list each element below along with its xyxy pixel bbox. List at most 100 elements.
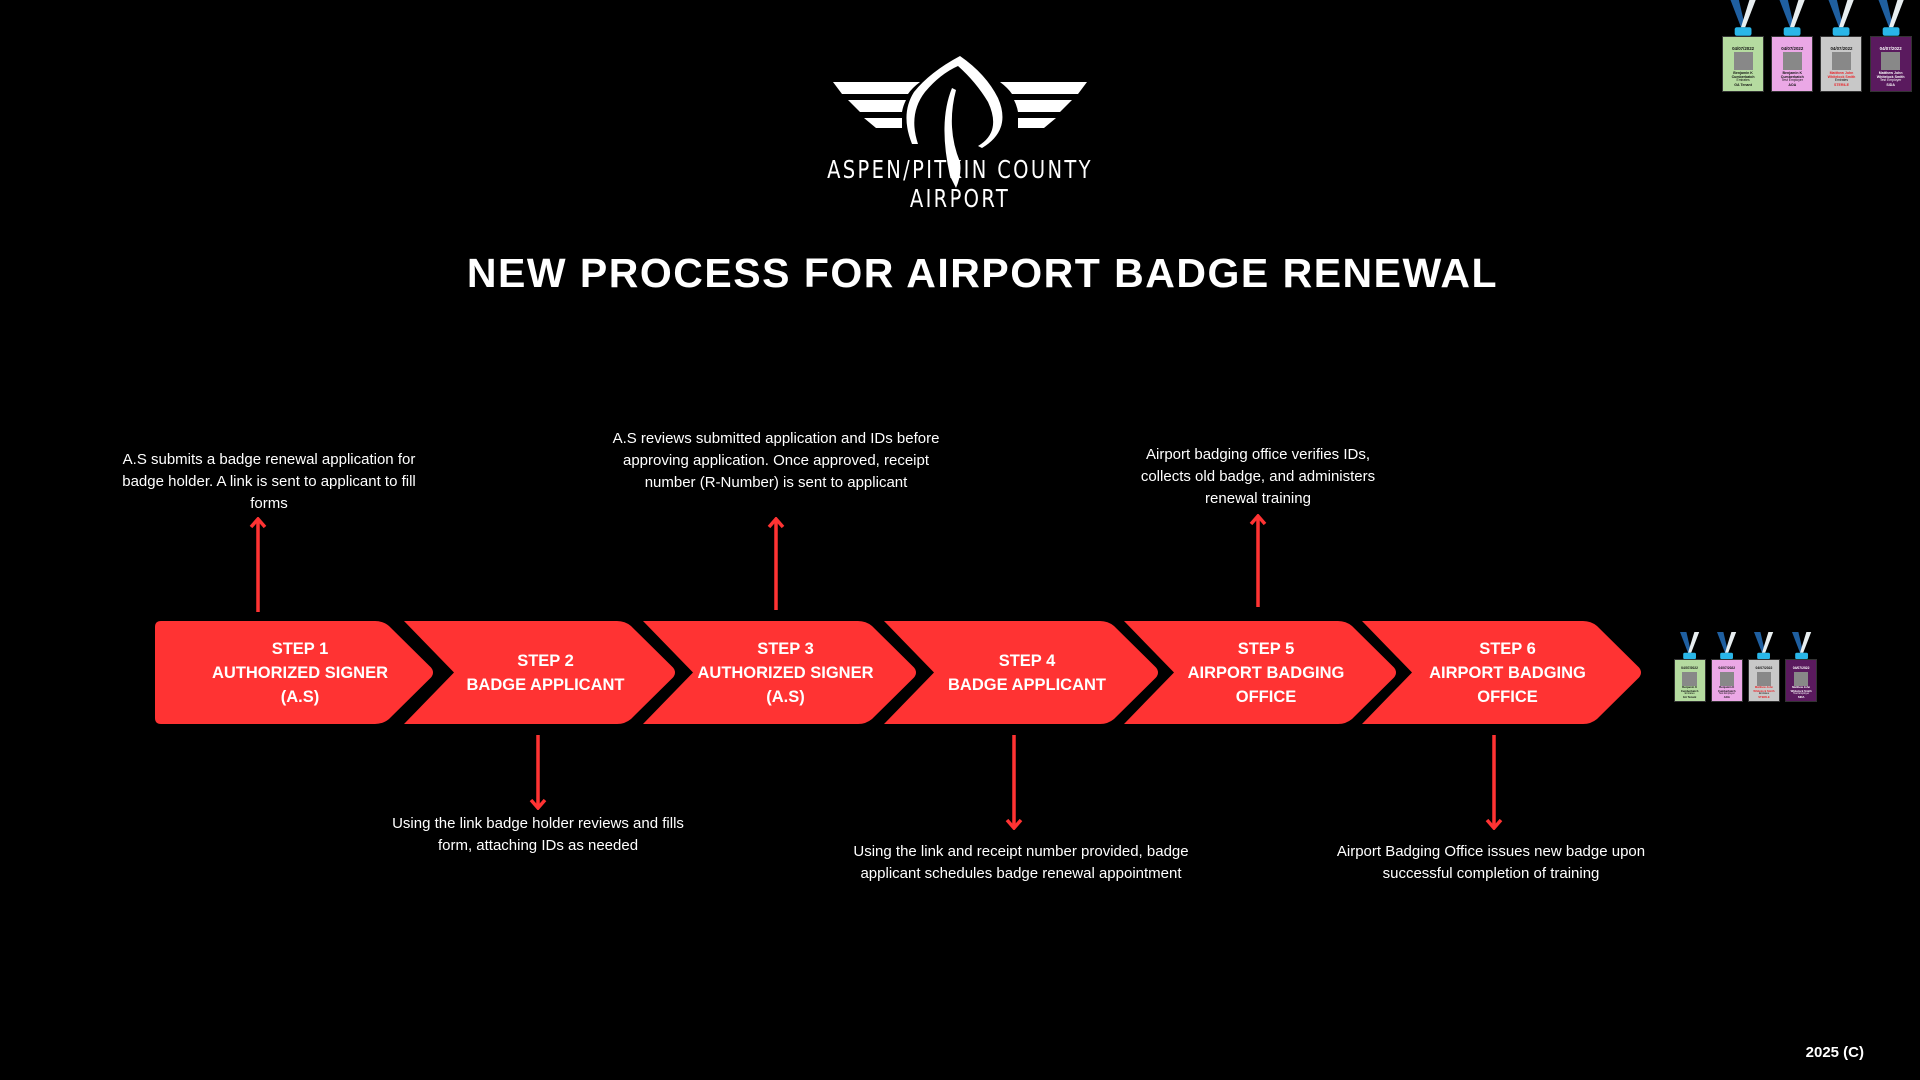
arrow-up-icon <box>767 517 785 610</box>
badge-date: 04/07/2022 <box>1681 666 1698 671</box>
badge-employer: Test Employer <box>1880 78 1902 83</box>
logo-text: ASPEN/PITKIN COUNTY AIRPORT <box>827 155 1093 213</box>
airport-logo <box>833 56 1087 188</box>
badge-employer: Emirates <box>1758 691 1769 695</box>
step-label-line: STEP 3 <box>757 639 814 658</box>
lanyard-icon <box>1791 632 1811 660</box>
step-4-description: Using the link and receipt number provid… <box>853 843 1189 882</box>
copyright: 2025 (C) <box>1805 1044 1864 1061</box>
arrow-up-icon <box>1249 514 1267 607</box>
step-label-line: STEP 4 <box>998 651 1056 670</box>
badge-name: Matthew John Whitelock Smith <box>1753 686 1775 693</box>
badge-zone: SIDA <box>1797 695 1805 699</box>
badge-name: Benjamin K Cumberbatch <box>1680 686 1699 693</box>
badge-photo <box>1756 672 1772 686</box>
step-label-line: STEP 6 <box>1479 639 1536 658</box>
step-3-description: A.S reviews submitted application and ID… <box>612 430 940 491</box>
badge-name: Matthew John Whitelock Smith <box>1827 71 1856 80</box>
badge-photo <box>1793 672 1809 686</box>
lanyard-icon <box>1779 0 1805 36</box>
badge-zone: STERILE <box>1758 695 1770 699</box>
step-4-chevron: STEP 4 BADGE APPLICANT <box>884 621 1160 724</box>
step-5-chevron: STEP 5 AIRPORT BADGING OFFICE <box>1124 621 1398 724</box>
badge-employer: Emirates <box>1684 691 1695 695</box>
step-label-line: STEP 5 <box>1237 639 1295 658</box>
arrow-down-icon <box>1485 735 1503 830</box>
step-1-chevron: STEP 1 AUTHORIZED SIGNER (A.S) <box>155 621 435 724</box>
step-5-description: Airport badging office verifies IDs, col… <box>1140 446 1376 507</box>
badge-date: 04/07/2022 <box>1879 46 1902 52</box>
badge-employer: Test Employer <box>1793 691 1810 695</box>
badge-employer: Emirates <box>1736 78 1750 83</box>
step-6-chevron: STEP 6 AIRPORT BADGING OFFICE <box>1362 621 1643 724</box>
step-label-line: BADGE APPLICANT <box>466 675 625 694</box>
badge-name: Benjamin K Cumberbatch <box>1718 686 1736 693</box>
badge-date: 04/07/2022 <box>1792 666 1810 671</box>
step-label: STEP 3 AUTHORIZED SIGNER (A.S) <box>687 637 873 709</box>
badge-zone: GA Tenant <box>1682 695 1697 699</box>
page-title: NEW PROCESS FOR AIRPORT BADGE RENEWAL <box>466 250 1499 296</box>
badge-photo <box>1733 52 1753 71</box>
step-label-line: AIRPORT BADGING <box>1429 663 1586 682</box>
badge-name: Benjamin K Cumberbatch <box>1731 71 1755 80</box>
badge-date: 04/07/2022 <box>1732 46 1755 52</box>
step-2-chevron: STEP 2 BADGE APPLICANT <box>404 621 677 724</box>
step-label-line: AUTHORIZED SIGNER <box>697 663 874 682</box>
lanyard-icon <box>1754 632 1774 660</box>
lanyard-icon <box>1679 632 1700 660</box>
step-3-chevron: STEP 3 AUTHORIZED SIGNER (A.S) <box>643 621 918 724</box>
badge-date: 04/07/2022 <box>1830 46 1853 52</box>
badge-employer: Emirates <box>1834 78 1849 83</box>
step-label: STEP 6 AIRPORT BADGING OFFICE <box>1419 637 1586 709</box>
badge-zone: GA Tenant <box>1734 83 1752 88</box>
badge-photo <box>1782 52 1802 71</box>
step-label-line: BADGE APPLICANT <box>948 675 1106 694</box>
step-label-line: STEP 1 <box>271 639 329 658</box>
step-label-line: STEP 2 <box>517 651 574 670</box>
badge-name: Matthew John Whitelock Smith <box>1876 71 1905 80</box>
step-label: STEP 1 AUTHORIZED SIGNER (A.S) <box>202 637 388 709</box>
step-label: STEP 4 BADGE APPLICANT <box>938 649 1106 697</box>
lanyard-icon <box>1878 0 1904 36</box>
badge-photo <box>1881 52 1901 71</box>
badge-photo <box>1682 672 1697 686</box>
step-label: STEP 5 AIRPORT BADGING OFFICE <box>1178 637 1345 709</box>
step-label-line: OFFICE <box>1235 687 1297 706</box>
badge-zone: AOA <box>1723 695 1730 699</box>
step-1-description: A.S submits a badge renewal application … <box>122 451 416 512</box>
badge-photo <box>1832 52 1851 71</box>
lanyard-icon <box>1828 0 1855 36</box>
arrow-down-icon <box>1005 735 1023 830</box>
step-2-description: Using the link badge holder reviews and … <box>392 815 684 854</box>
badge-name: Benjamin K Cumberbatch <box>1780 71 1804 80</box>
arrow-down-icon <box>529 735 547 810</box>
step-label-line: AUTHORIZED SIGNER <box>211 663 388 682</box>
badge-photo <box>1719 672 1734 686</box>
badge-zone: SIDA <box>1886 83 1895 88</box>
lanyard-icon <box>1730 0 1756 36</box>
step-label: STEP 2 BADGE APPLICANT <box>457 649 625 697</box>
badge-employer: Test Employer <box>1718 691 1735 695</box>
lanyard-icon <box>1717 632 1737 660</box>
badge-name: Matthew John Whitelock Smith <box>1790 686 1812 693</box>
step-label-line: OFFICE <box>1477 687 1538 706</box>
step-6-description: Airport Badging Office issues new badge … <box>1336 843 1646 882</box>
badge-employer: Test Employer <box>1781 78 1803 83</box>
arrow-up-icon <box>249 517 267 612</box>
step-label-line: AIRPORT BADGING <box>1187 663 1345 682</box>
badge-date: 04/07/2022 <box>1718 666 1736 671</box>
step-label-line: (A.S) <box>280 687 320 706</box>
badge-date: 04/07/2022 <box>1781 46 1804 52</box>
badge-zone: STERILE <box>1833 83 1849 88</box>
step-label-line: (A.S) <box>766 687 805 706</box>
